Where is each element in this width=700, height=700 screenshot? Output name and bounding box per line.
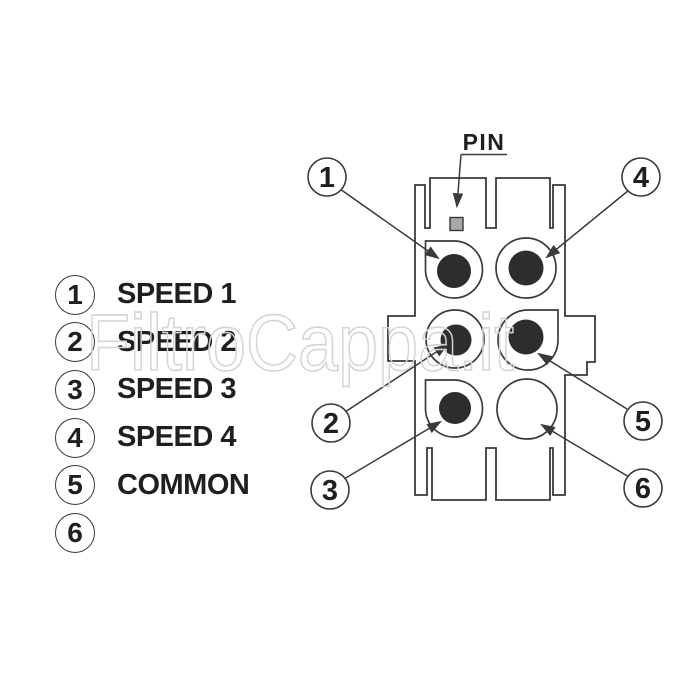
legend-number: 4 — [67, 421, 83, 453]
callout-line-2 — [344, 343, 449, 413]
callout-number: 3 — [322, 475, 338, 507]
callout-number: 1 — [319, 162, 335, 194]
callout-line-5 — [537, 352, 628, 410]
callout-circle — [310, 470, 350, 510]
pin-contact-5 — [508, 319, 544, 355]
callout-balloon-4: 4 — [621, 157, 661, 197]
pin-label: PIN — [463, 129, 506, 155]
legend-number: 1 — [67, 278, 83, 310]
callout-line-1 — [339, 188, 440, 260]
pin-contact-1 — [437, 254, 471, 288]
callout-circle — [621, 157, 661, 197]
legend-label: COMMON — [117, 468, 250, 501]
pin-cavity-6-empty — [496, 378, 558, 440]
legend-number: 6 — [67, 516, 83, 548]
legend-number-badge: 1 — [55, 274, 95, 315]
legend-item: 2 SPEED 2 — [55, 319, 249, 367]
connector-housing-outline — [387, 177, 596, 501]
legend-number: 5 — [67, 469, 83, 501]
callout-line-4 — [545, 189, 630, 259]
callout-circle — [307, 157, 347, 197]
legend-number-badge: 5 — [55, 465, 95, 506]
legend-item: 4 SPEED 4 — [55, 414, 249, 462]
callout-balloon-5: 5 — [623, 401, 663, 441]
pin-cavity-1 — [424, 240, 484, 299]
legend-label: SPEED 1 — [117, 278, 237, 311]
callout-balloon-6: 6 — [623, 468, 663, 508]
pin-marker-square — [449, 216, 464, 232]
callout-number: 4 — [633, 162, 649, 194]
callout-circle — [311, 403, 351, 443]
legend-label: SPEED 2 — [117, 325, 237, 358]
pin-cavity-5 — [497, 309, 559, 371]
legend-label: SPEED 4 — [117, 421, 237, 454]
pin-cavity-2 — [425, 309, 485, 369]
callout-line-6 — [540, 423, 630, 478]
callout-line-3 — [343, 420, 442, 480]
legend-item: 3 SPEED 3 — [55, 366, 249, 414]
pin-contact-4 — [508, 250, 544, 286]
callout-circle — [623, 401, 663, 441]
legend-number-badge: 3 — [55, 369, 95, 410]
legend-number-badge: 2 — [55, 322, 95, 363]
pin-contact-3 — [439, 392, 471, 424]
legend-item: 1 SPEED 1 — [55, 271, 249, 319]
pin-legend: 1 SPEED 1 2 SPEED 2 3 SPEED 3 4 SPEED 4 … — [55, 271, 250, 557]
callout-balloon-1: 1 — [307, 157, 347, 197]
pin-contact-2 — [440, 324, 472, 356]
callout-balloon-3: 3 — [310, 470, 350, 510]
legend-number-badge: 6 — [55, 512, 95, 553]
pin-cavity-4 — [495, 237, 557, 299]
callout-number: 6 — [635, 473, 651, 505]
legend-number: 3 — [67, 373, 83, 405]
legend-label: SPEED 3 — [117, 373, 237, 406]
legend-number-badge: 4 — [55, 417, 95, 458]
legend-item: 5 COMMON — [55, 461, 250, 509]
callout-balloon-2: 2 — [311, 403, 351, 443]
callout-number: 2 — [323, 408, 339, 440]
legend-number: 2 — [67, 326, 83, 358]
legend-item: 6 — [55, 509, 249, 557]
callout-number: 5 — [635, 406, 651, 438]
pin-leader-line — [452, 154, 464, 209]
callout-circle — [623, 468, 663, 508]
